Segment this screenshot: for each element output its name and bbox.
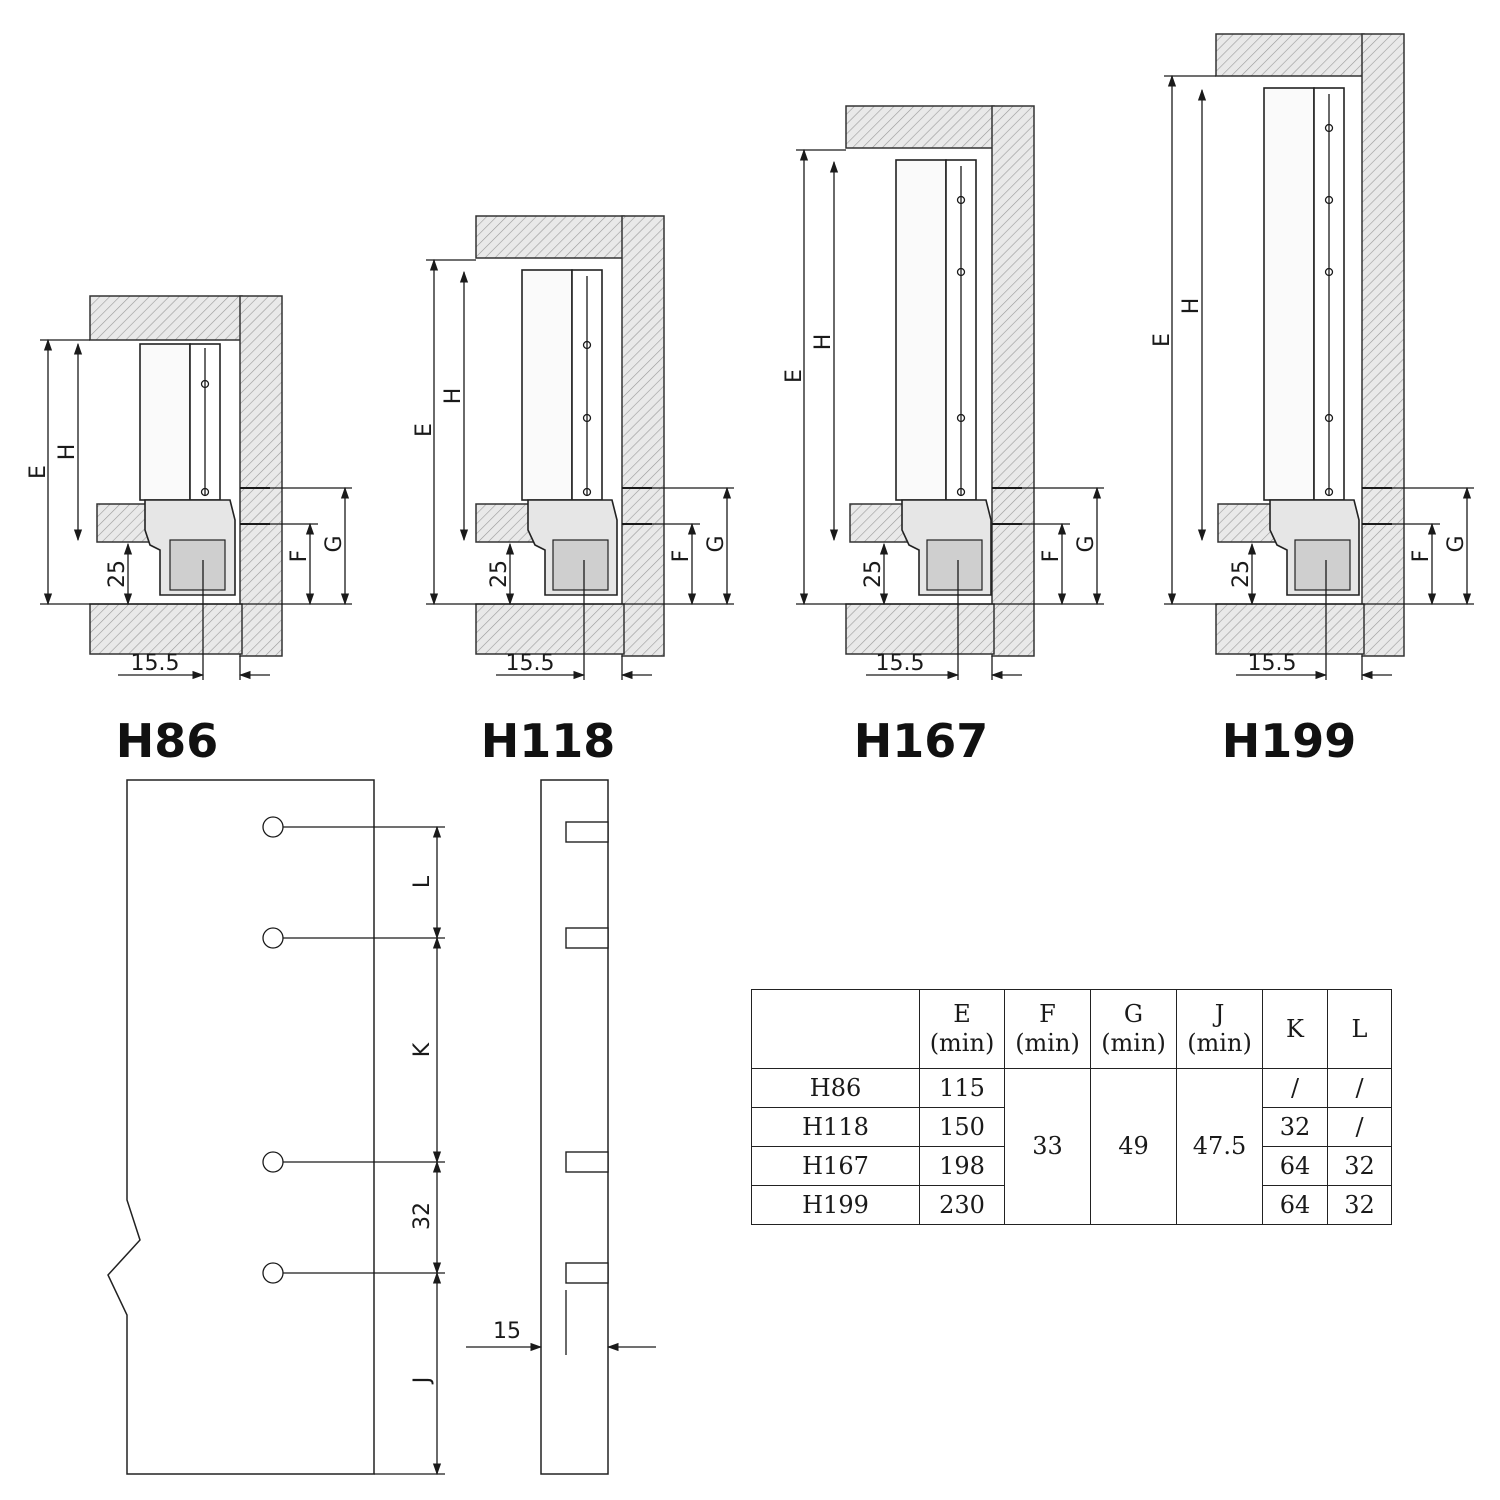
bottom-panel (475, 603, 625, 655)
cell-l: 32 (1327, 1146, 1392, 1186)
side-wall (1361, 33, 1405, 657)
cell-j-shared: 47.5 (1176, 1068, 1263, 1225)
bottom-panel (1215, 603, 1365, 655)
variant-title: H118 (481, 714, 616, 768)
dim-25-label: 25 (105, 560, 130, 588)
dim-f-label: F (287, 550, 312, 563)
header-k: K (1262, 989, 1328, 1069)
spec-table: E(min) F(min) G(min) J(min) K L H86 115 … (751, 989, 1392, 1225)
side-wall (621, 215, 665, 657)
dim-25-label: 25 (861, 560, 886, 588)
drawer-front (895, 159, 947, 501)
dim-32-label: 32 (410, 1202, 435, 1230)
dim-15-5-label: 15.5 (1248, 651, 1297, 676)
cell-e: 198 (919, 1146, 1005, 1186)
dim-25-label: 25 (1229, 560, 1254, 588)
drawer-front (521, 269, 573, 501)
drawer-front (1263, 87, 1315, 501)
back-panel-side-view (466, 779, 656, 1475)
side-wall (991, 105, 1035, 657)
header-e: E(min) (919, 989, 1005, 1069)
dim-15-label: 15 (493, 1319, 521, 1344)
header-blank (751, 989, 920, 1069)
slot (565, 1151, 609, 1173)
cell-g-shared: 49 (1090, 1068, 1177, 1225)
table-row: H86 115 33 49 47.5 / / (751, 1068, 1392, 1225)
dim-15-5-label: 15.5 (131, 651, 180, 676)
dim-g-label: G (1444, 535, 1469, 552)
slot (565, 927, 609, 949)
dim-15-5-label: 15.5 (506, 651, 555, 676)
cell-k: 32 (1262, 1107, 1328, 1147)
drawer-bottom (475, 503, 535, 543)
cell-f-shared: 33 (1004, 1068, 1091, 1225)
dim-e-label: E (1150, 333, 1175, 347)
dim-e-label: E (412, 423, 437, 437)
slot (565, 1262, 609, 1284)
row-name: H199 (751, 1185, 920, 1225)
dim-g-label: G (1074, 535, 1099, 552)
variant-h118-drawing (426, 215, 734, 680)
dim-e-label: E (782, 369, 807, 383)
dim-h-label: H (1179, 298, 1204, 315)
dim-j-label: J (410, 1377, 435, 1386)
dim-25-label: 25 (487, 560, 512, 588)
variant-title: H199 (1222, 714, 1357, 768)
side-wall (239, 295, 283, 657)
cell-e: 230 (919, 1185, 1005, 1225)
variant-h167-drawing (796, 105, 1104, 680)
dim-g-label: G (704, 535, 729, 552)
header-j: J(min) (1176, 989, 1263, 1069)
row-name: H167 (751, 1146, 920, 1186)
top-panel (1215, 33, 1365, 77)
cell-l: / (1327, 1068, 1392, 1108)
dim-h-label: H (811, 334, 836, 351)
dim-f-label: F (1039, 550, 1064, 563)
top-panel (845, 105, 995, 149)
dim-l-label: L (410, 875, 435, 888)
back-panel-outline (107, 779, 375, 1475)
side-profile-outline (540, 779, 609, 1475)
cell-e: 150 (919, 1107, 1005, 1147)
header-g: G(min) (1090, 989, 1177, 1069)
variant-title: H86 (116, 714, 219, 768)
dim-15-5-label: 15.5 (876, 651, 925, 676)
top-panel (89, 295, 243, 341)
drawer-bottom (1217, 503, 1277, 543)
dim-h-label: H (55, 444, 80, 461)
dim-g-label: G (322, 535, 347, 552)
variant-h199-drawing (1164, 33, 1474, 680)
bottom-panel (845, 603, 995, 655)
dim-k-label: K (410, 1042, 435, 1057)
dim-e-label: E (26, 465, 51, 479)
cell-e: 115 (919, 1068, 1005, 1108)
bottom-panel (89, 603, 243, 655)
dim-f-label: F (669, 550, 694, 563)
table-row: H118 150 32 / (751, 1107, 1392, 1147)
variant-h86-drawing (40, 295, 352, 680)
slot (565, 821, 609, 843)
dim-h-label: H (441, 388, 466, 405)
table-header-row: E(min) F(min) G(min) J(min) K L (751, 989, 1392, 1069)
header-l: L (1327, 989, 1392, 1069)
header-f: F(min) (1004, 989, 1091, 1069)
back-panel-front-view (107, 779, 445, 1476)
drawer-front (139, 343, 191, 501)
top-panel (475, 215, 625, 259)
dim-f-label: F (1409, 550, 1434, 563)
cell-l: / (1327, 1107, 1392, 1147)
row-name: H86 (751, 1068, 920, 1108)
drawer-bottom (849, 503, 909, 543)
cell-l: 32 (1327, 1185, 1392, 1225)
cell-k: 64 (1262, 1146, 1328, 1186)
variant-title: H167 (854, 714, 989, 768)
cell-k: 64 (1262, 1185, 1328, 1225)
table-row: H199 230 64 32 (751, 1185, 1392, 1225)
cell-k: / (1262, 1068, 1328, 1108)
table-row: H167 198 64 32 (751, 1146, 1392, 1186)
row-name: H118 (751, 1107, 920, 1147)
